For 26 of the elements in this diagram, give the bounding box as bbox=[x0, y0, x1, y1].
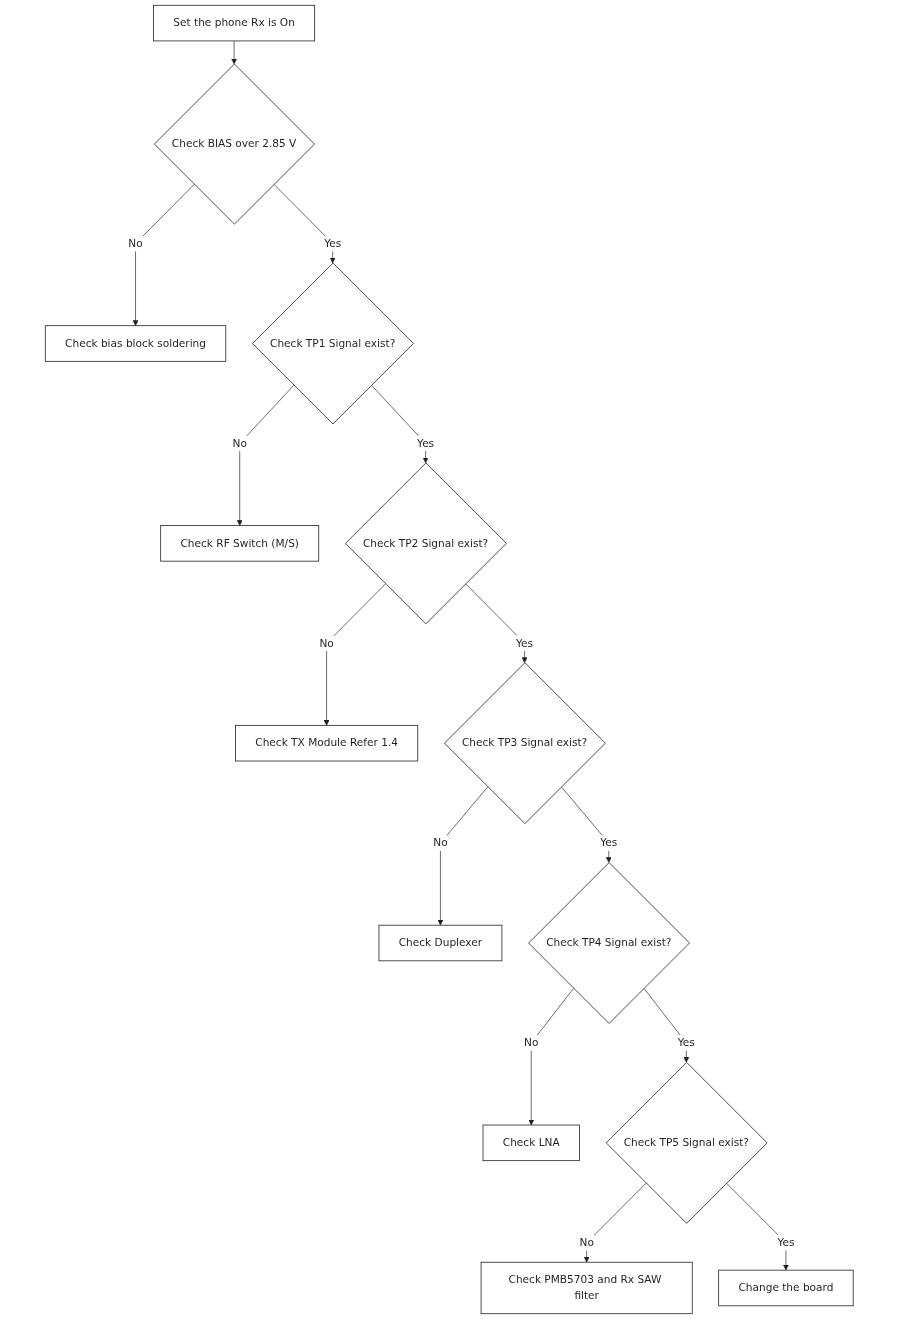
node-diamond: Check TP3 Signal exist? bbox=[443, 662, 606, 825]
edge-label: No bbox=[128, 236, 143, 250]
node-box: Change the board bbox=[718, 1269, 854, 1307]
edge-label: No bbox=[579, 1236, 594, 1249]
node-diamond: Check TP4 Signal exist? bbox=[528, 862, 690, 1024]
edge-label: No bbox=[523, 1036, 539, 1049]
node-box: Check RF Switch (M/S) bbox=[160, 525, 319, 562]
node-box: Check TX Module Refer 1.4 bbox=[234, 724, 418, 762]
edge-label: Yes bbox=[777, 1236, 795, 1249]
edge-label: No bbox=[433, 836, 448, 850]
node-box: Check Duplexer bbox=[378, 924, 503, 962]
edge-label: Yes bbox=[416, 436, 434, 450]
node-box: Check LNA bbox=[482, 1124, 580, 1162]
edge-label: No bbox=[319, 636, 334, 650]
edge-label: Yes bbox=[515, 636, 533, 650]
edge-label: Yes bbox=[323, 236, 341, 250]
node-diamond: Check TP2 Signal exist? bbox=[344, 462, 507, 625]
node-diamond: Check TP5 Signal exist? bbox=[605, 1062, 768, 1224]
edge-label: Yes bbox=[599, 836, 618, 850]
node-diamond: Check BIAS over 2.85 V bbox=[153, 63, 315, 225]
node-diamond: Check TP1 Signal exist? bbox=[251, 262, 414, 425]
edge-label: Yes bbox=[677, 1036, 695, 1049]
edge-label: No bbox=[232, 436, 247, 450]
node-box: Check bias block soldering bbox=[44, 325, 226, 362]
node-box: Set the phone Rx is On bbox=[152, 4, 315, 42]
node-box: Check PMB5703 and Rx SAW filter bbox=[480, 1261, 693, 1315]
